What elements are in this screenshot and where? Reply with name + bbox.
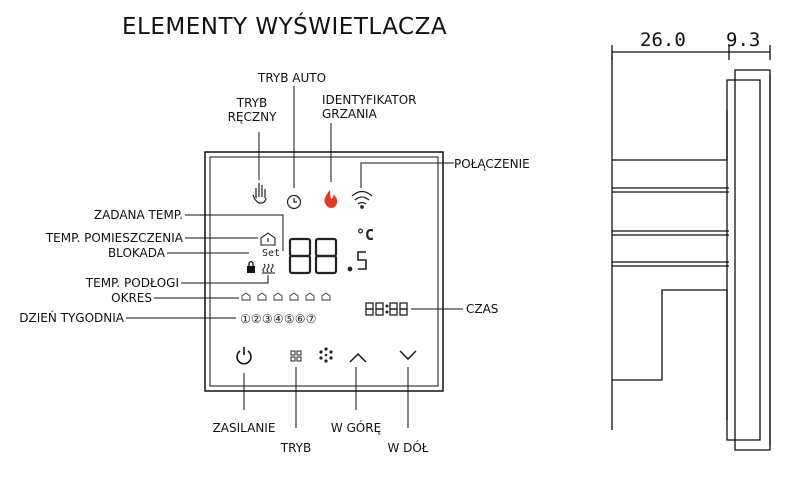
label-tryb: TRYB [280, 441, 312, 455]
label-w-gore: W GÓRĘ [330, 421, 382, 435]
dimension-front: 9.3 [726, 29, 761, 51]
label-identyfikator-2: GRZANIA [322, 107, 377, 121]
clock-digits [365, 302, 408, 316]
label-czas: CZAS [466, 302, 499, 316]
dimension-depth: 26.0 [640, 29, 686, 51]
label-tryb-reczny-2: RĘCZNY [227, 110, 277, 124]
weekday-row: ①②③④⑤⑥⑦ [240, 312, 317, 326]
side-profile [611, 45, 771, 451]
decimal-digit [347, 251, 367, 272]
label-identyfikator-1: IDENTYFIKATOR [322, 93, 417, 107]
page-title: ELEMENTY WYŚWIETLACZA [122, 14, 448, 40]
label-okres: OKRES [111, 291, 152, 305]
label-tryb-reczny-1: TRYB [236, 96, 268, 110]
outer-frame [204, 151, 444, 392]
big-digits [288, 237, 338, 275]
set-label: Set [262, 248, 281, 259]
power-icon [236, 347, 252, 365]
label-temp-pomieszczenia: TEMP. POMIESZCZENIA [45, 231, 183, 245]
label-tryb-auto: TRYB AUTO [258, 71, 327, 85]
down-arrow-icon [399, 350, 417, 360]
period-icons [241, 292, 331, 301]
flame-icon [324, 190, 338, 208]
label-zasilanie: ZASILANIE [212, 421, 276, 435]
mode-icon [290, 350, 302, 362]
floor-heat-icon [262, 263, 275, 274]
wifi-icon [351, 190, 373, 209]
label-blokada: BLOKADA [107, 246, 165, 260]
label-temp-podlogi: TEMP. PODŁOGI [85, 276, 179, 290]
label-w-dol: W DÓŁ [387, 441, 429, 455]
hand-icon [252, 183, 267, 204]
label-polaczenie: POŁĄCZENIE [454, 157, 530, 171]
label-zadana-temp: ZADANA TEMP. [93, 208, 183, 222]
leader-lines [126, 86, 463, 428]
label-dzien-tygodnia: DZIEŃ TYGODNIA [19, 311, 124, 325]
temp-unit: °C [356, 226, 375, 244]
home-icon [260, 232, 276, 246]
up-arrow-icon [349, 353, 367, 363]
inner-frame [209, 156, 439, 387]
fan-icon [319, 347, 333, 363]
clock-icon [286, 194, 302, 210]
lock-icon [247, 260, 255, 273]
